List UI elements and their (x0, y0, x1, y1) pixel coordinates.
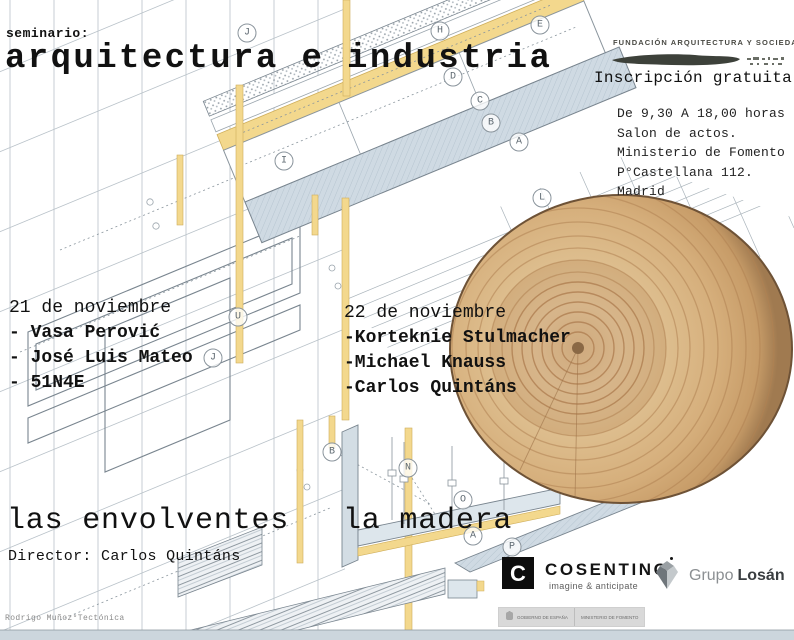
cosentino-logo: C COSENTINO imagine & anticipate (502, 557, 674, 591)
day2-speaker: -Michael Knauss (344, 353, 507, 373)
roof-assembly (202, 0, 637, 244)
diagram-label: I (274, 151, 294, 171)
ministerio-label: MINISTERIO DE FOMENTO (580, 614, 639, 620)
day1-date: 21 de noviembre (9, 298, 172, 318)
day2-speaker: -Korteknie Stulmacher (344, 328, 571, 348)
ground-strip (0, 630, 794, 640)
event-info: De 9,30 A 18,00 horas Salon de actos. Mi… (617, 104, 794, 202)
event-hours: De 9,30 A 18,00 horas (617, 106, 786, 121)
ministerio-logo: MINISTERIO DE FOMENTO (573, 608, 644, 626)
diagram-label: B (322, 442, 342, 462)
diagram-label: E (530, 15, 550, 35)
coat-of-arms-icon (506, 611, 513, 620)
losan-diamond-icon (656, 561, 678, 589)
diagram-label: J (237, 23, 257, 43)
day2-date: 22 de noviembre (344, 303, 507, 323)
registration-note: Inscripción gratuita (594, 69, 793, 87)
seminar-kicker: seminario: (6, 26, 90, 41)
diagram-label: D (443, 67, 463, 87)
diagram-label: N (398, 458, 418, 478)
poster-title: arquitectura e industria (5, 40, 553, 78)
government-logos: GOBIERNO DE ESPAÑA MINISTERIO DE FOMENTO (498, 607, 646, 627)
drawing-credit: Rodrigo Muñoz°Tectónica (5, 614, 125, 623)
louvre-panel-small (177, 526, 263, 598)
day1-block: 21 de noviembre - Vasa Perović - José Lu… (9, 296, 193, 396)
losan-name: Losán (737, 566, 785, 584)
diagram-label: H (430, 21, 450, 41)
event-room: Salon de actos. (617, 125, 738, 141)
day2-theme: la madera (343, 504, 513, 538)
day2-speaker: -Carlos Quintáns (344, 378, 517, 398)
gobierno-logo: GOBIERNO DE ESPAÑA (499, 608, 574, 626)
window-frame (27, 218, 301, 473)
director-credit: Director: Carlos Quintáns (8, 548, 241, 565)
diagram-label: L (532, 188, 552, 208)
day1-theme: las envolventes (7, 504, 290, 538)
event-address: P°Castellana 112. Madrid (617, 164, 754, 200)
cosentino-tagline: imagine & anticipate (549, 581, 639, 591)
day1-speaker: - Vasa Perović (9, 323, 161, 343)
diagram-label: P (502, 537, 522, 557)
losan-prefix: Grupo (689, 566, 734, 584)
louvre-panel-large (149, 567, 446, 640)
foundation-name: FUNDACIÓN ARQUITECTURA Y SOCIEDAD (613, 38, 794, 47)
cosentino-name: COSENTINO (545, 560, 670, 579)
diagram-label: B (481, 113, 501, 133)
diagram-label: U (228, 307, 248, 327)
diagram-label: O (453, 490, 473, 510)
diagram-label: A (509, 132, 529, 152)
svg-text:C: C (510, 561, 526, 586)
day2-block: 22 de noviembre -Korteknie Stulmacher -M… (344, 301, 571, 401)
day1-speaker: - 51N4E (9, 373, 85, 393)
gobierno-label: GOBIERNO DE ESPAÑA (517, 614, 568, 620)
registered-mark (670, 557, 674, 560)
event-building: Ministerio de Fomento (617, 145, 786, 160)
day1-speaker: - José Luis Mateo (9, 348, 193, 368)
diagram-label: A (463, 526, 483, 546)
diagram-label: C (470, 91, 490, 111)
cosentino-icon: C (502, 557, 534, 589)
diagram-label: J (203, 348, 223, 368)
